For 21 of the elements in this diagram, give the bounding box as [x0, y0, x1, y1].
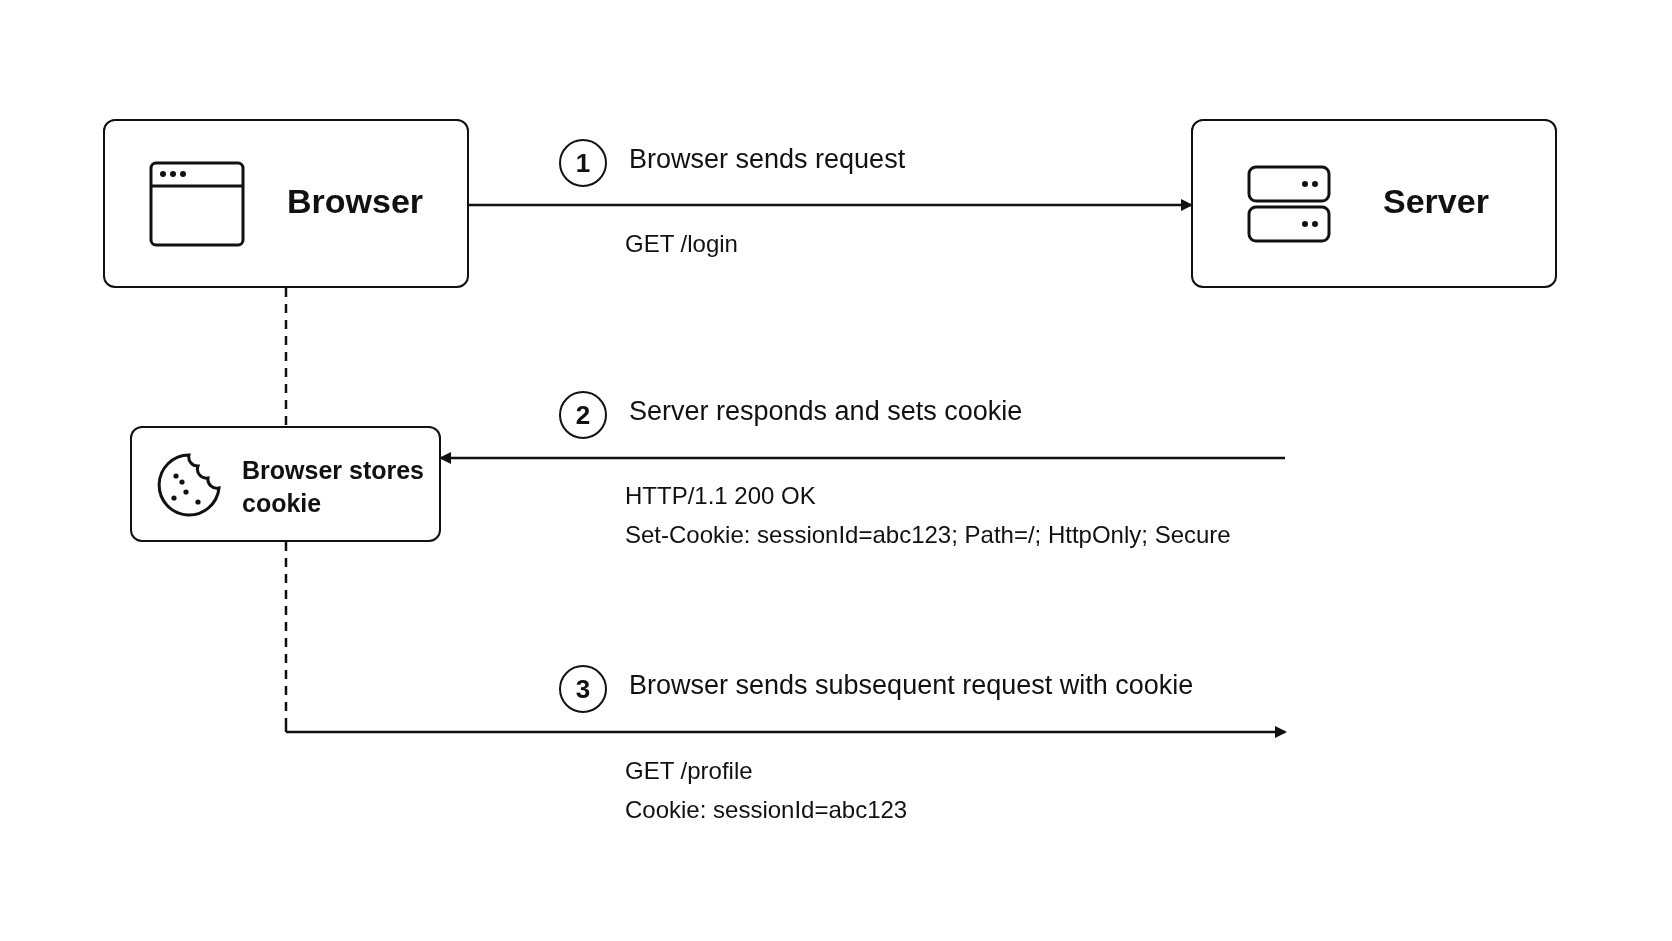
node-label: Server [1383, 181, 1490, 222]
edge-label: Server responds and sets cookie [629, 396, 1023, 427]
message-text: Set-Cookie: sessionId=abc123; Path=/; HttpOnly; Secure [625, 521, 1231, 549]
message-text: HTTP/1.1 200 OK [625, 482, 816, 510]
server-box [1191, 119, 1557, 288]
connector-line [284, 288, 288, 426]
arrow [284, 542, 1287, 738]
step-number: 1 [559, 139, 607, 187]
process-box [130, 426, 441, 542]
arrow [469, 199, 1193, 211]
step-number: 2 [559, 391, 607, 439]
arrow [439, 452, 1285, 464]
edge-label: Browser sends subsequent request with cookie [629, 670, 1194, 701]
browser-box [103, 119, 469, 288]
step-number: 3 [559, 665, 607, 713]
node-label: Browser stores cookie [242, 455, 426, 519]
edge-label: Browser sends request [629, 144, 906, 175]
message-text: Cookie: sessionId=abc123 [625, 796, 908, 824]
node-label: Browser [287, 181, 425, 222]
message-text: GET /login [625, 230, 738, 258]
message-text: GET /profile [625, 757, 753, 785]
